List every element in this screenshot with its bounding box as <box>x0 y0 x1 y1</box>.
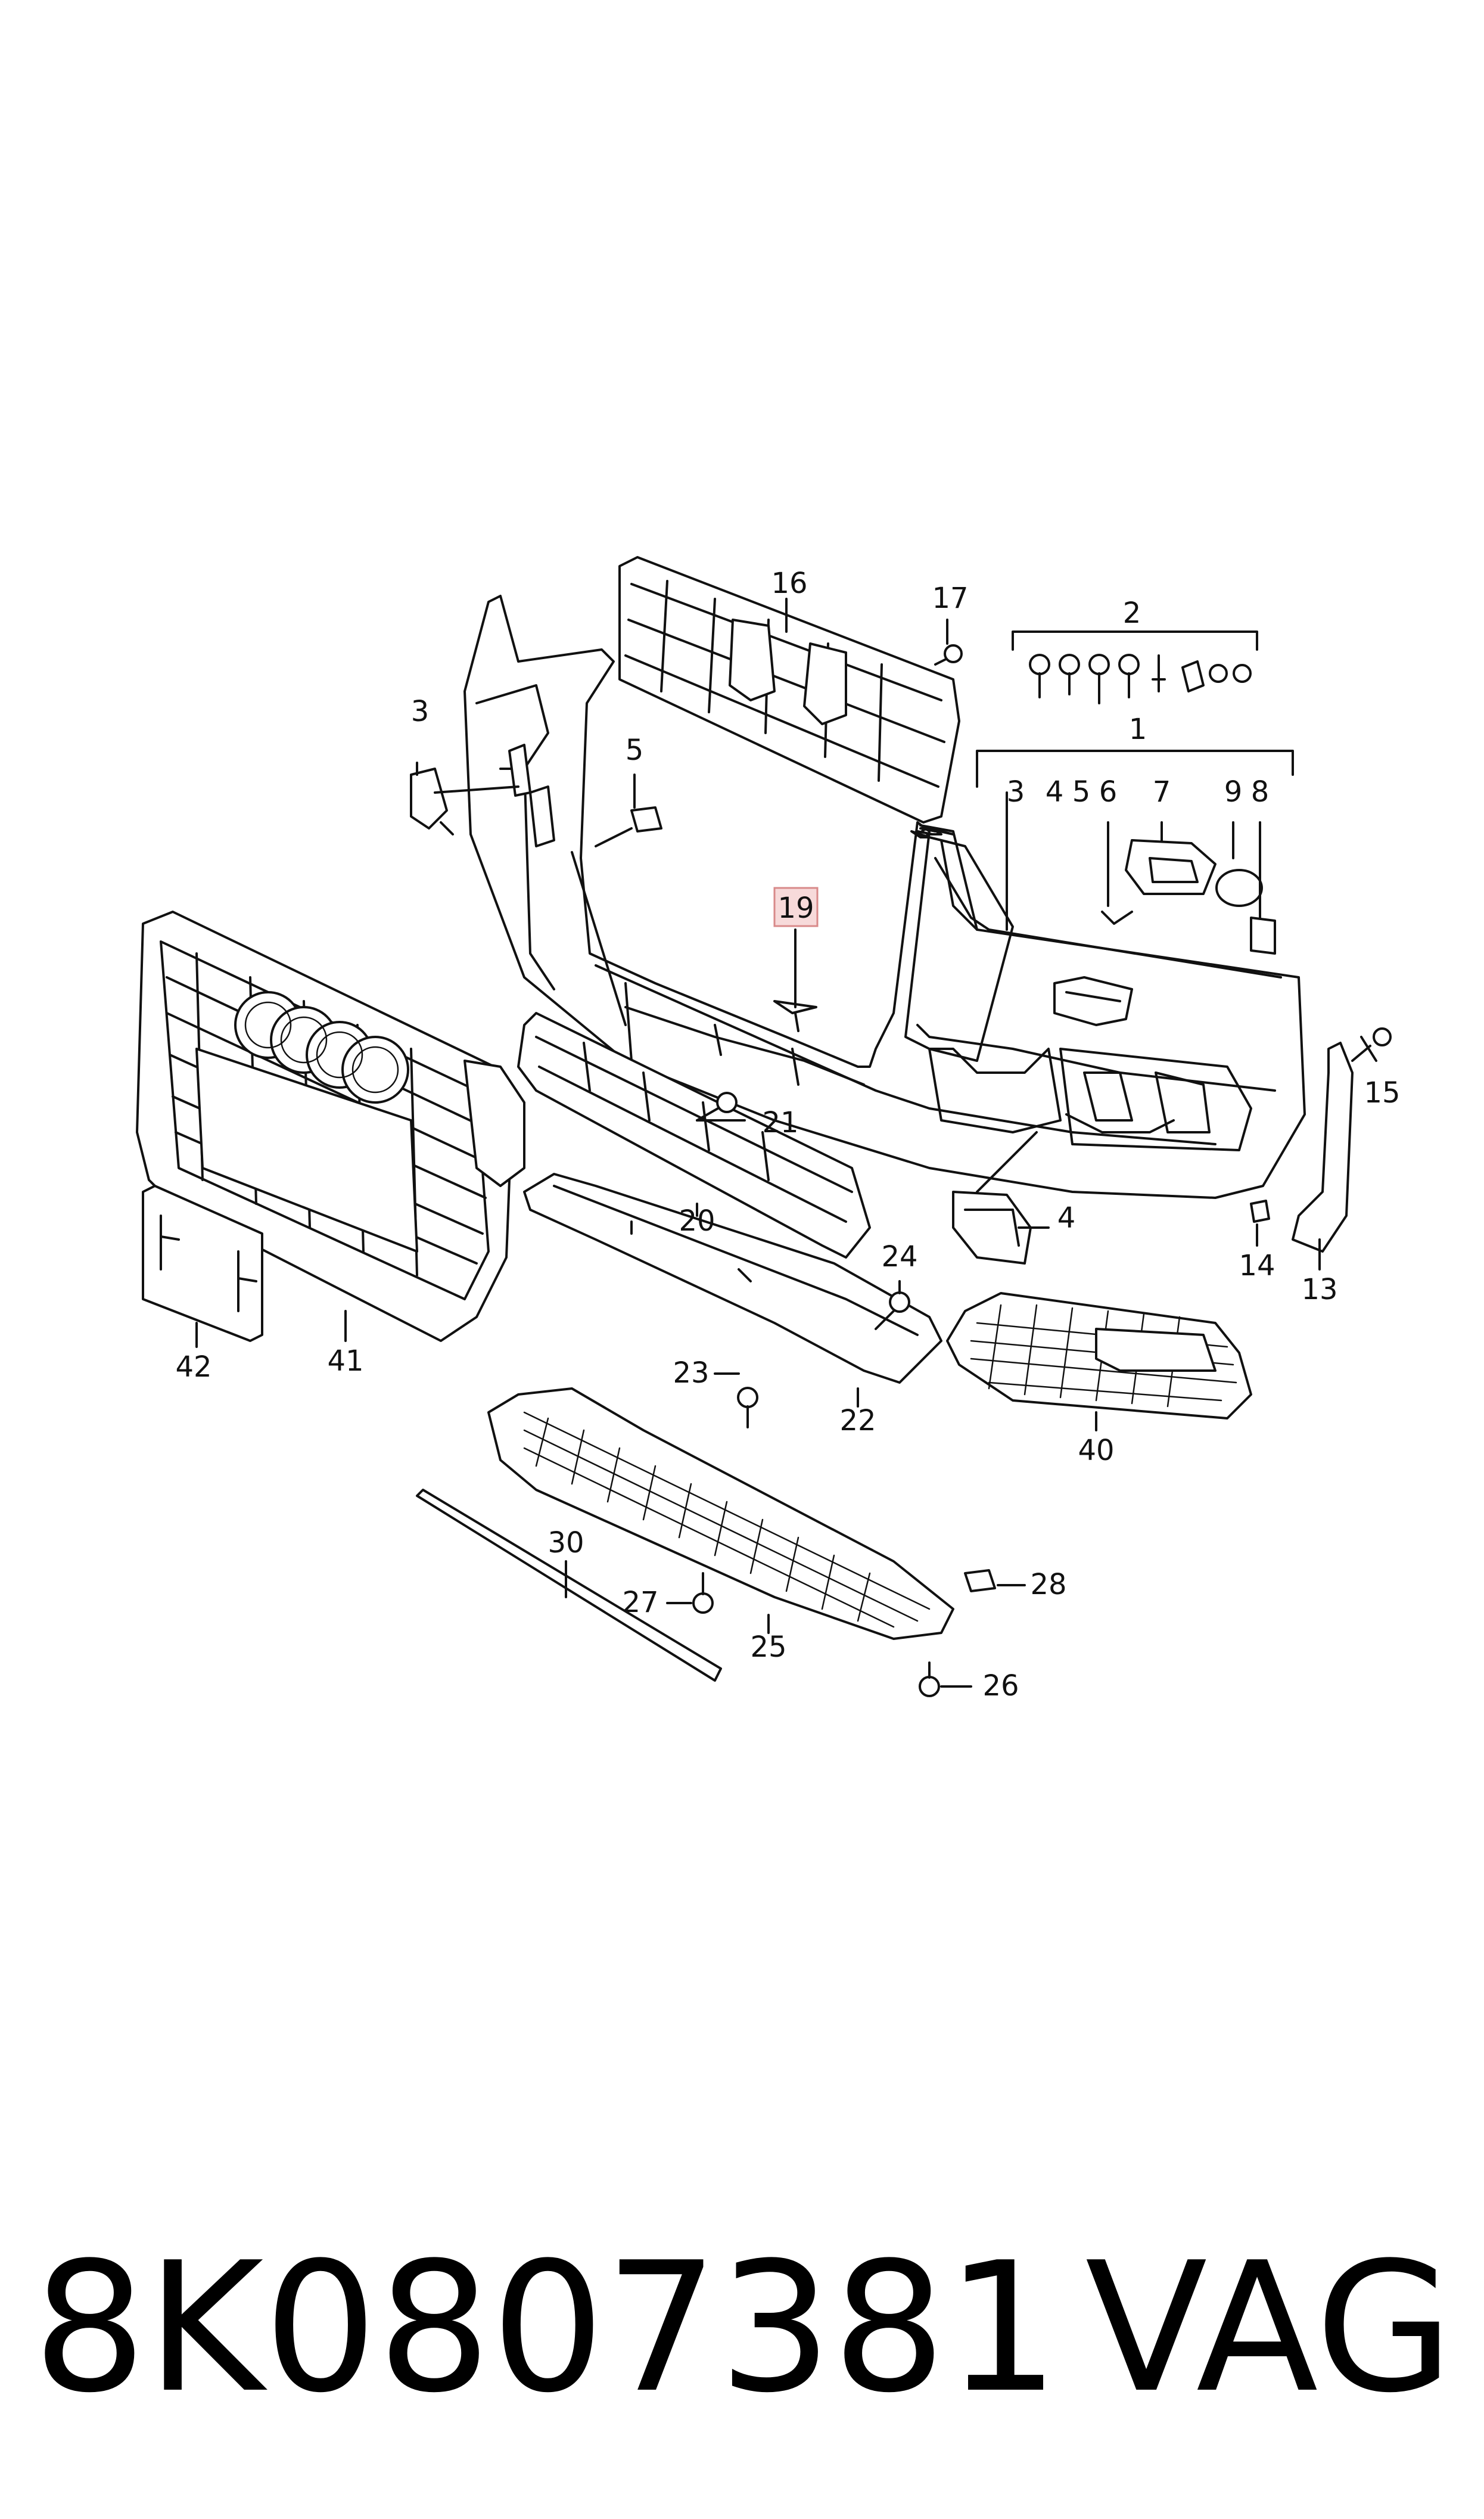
callout-26: 26 <box>982 1669 1019 1703</box>
screws <box>692 1092 996 1697</box>
callout-15: 15 <box>1364 1076 1400 1110</box>
callout-19: 19 <box>777 892 814 925</box>
callout-1: 1 <box>1129 713 1147 746</box>
callout-4b: 4 <box>1046 775 1064 809</box>
callout-40: 40 <box>1078 1434 1114 1467</box>
license-plate-bracket <box>142 1185 263 1342</box>
callout-14: 14 <box>1239 1249 1275 1282</box>
callout-22: 22 <box>839 1404 876 1437</box>
part-number: 8K0807381 <box>33 2224 1060 2432</box>
callout-21: 21 <box>762 1106 798 1139</box>
bolt-part-17 <box>934 644 963 666</box>
upper-grille-insert <box>618 556 960 824</box>
clip-part-5 <box>595 806 662 847</box>
sensor-parts <box>1101 839 1276 955</box>
callout-42: 42 <box>175 1350 211 1384</box>
seal-strip <box>416 1489 722 1682</box>
callout-41: 41 <box>327 1344 363 1378</box>
radiator-grille <box>136 911 525 1342</box>
center-bracket <box>517 1012 871 1259</box>
callout-6: 6 <box>1099 775 1118 809</box>
callout-27: 27 <box>622 1586 658 1619</box>
callout-5: 5 <box>626 734 644 767</box>
callout-3: 3 <box>411 695 430 728</box>
fastener-set-part-2 <box>1029 654 1252 704</box>
callout-16: 16 <box>771 567 807 600</box>
callout-23: 23 <box>673 1356 709 1390</box>
callout-3b: 3 <box>1007 775 1025 809</box>
leader-lines <box>195 598 1377 1688</box>
callout-13: 13 <box>1301 1273 1337 1306</box>
callout-7: 7 <box>1153 775 1171 809</box>
lower-spoiler <box>523 1173 942 1384</box>
callout-4: 4 <box>1057 1201 1076 1235</box>
callout-25: 25 <box>750 1630 786 1664</box>
callout-24: 24 <box>881 1240 917 1274</box>
underbody-panel <box>487 1387 954 1640</box>
tow-hook-cover <box>952 1191 1032 1265</box>
side-bracket <box>1250 1027 1392 1253</box>
callout-9: 9 <box>1224 775 1243 809</box>
callout-5b: 5 <box>1072 775 1091 809</box>
brand-label: VAG <box>1085 2224 1454 2432</box>
callout-2: 2 <box>1123 597 1141 630</box>
callout-20: 20 <box>679 1204 715 1238</box>
bumper-cover <box>463 595 1306 1199</box>
grommet-part-3 <box>410 768 519 835</box>
callout-labels: 1 2 3 3 4 4 5 5 6 7 8 9 13 14 15 16 17 1… <box>175 567 1400 1703</box>
fog-lamp-grille <box>946 1292 1252 1420</box>
bracket-part-19 <box>773 958 817 1032</box>
callout-30: 30 <box>547 1526 584 1560</box>
callout-8: 8 <box>1251 775 1270 809</box>
callout-19-highlight <box>773 887 819 927</box>
callout-17: 17 <box>932 582 968 615</box>
callout-28: 28 <box>1030 1568 1066 1601</box>
